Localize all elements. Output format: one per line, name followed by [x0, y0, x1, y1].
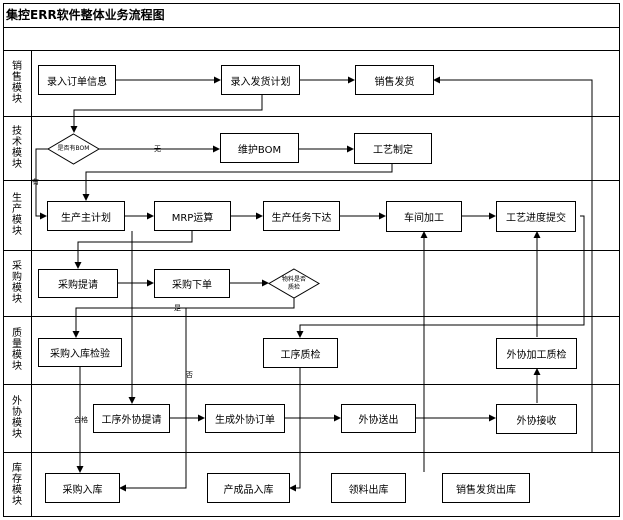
node-purchase-request: 采购提请	[38, 269, 118, 298]
node-purchase-order: 采购下单	[154, 269, 230, 298]
lane-label-sales: 销售模块	[12, 61, 22, 105]
edge-label-no-bom: 无	[154, 145, 161, 153]
node-sales-delivery: 销售发货	[355, 65, 434, 95]
lane-divider	[3, 316, 620, 317]
node-process-qc: 工序质检	[263, 338, 338, 368]
decision-need-inspect	[268, 268, 320, 299]
lane-divider	[3, 452, 620, 453]
decision-need-inspect-label: 物料是否质检	[281, 276, 306, 291]
node-progress-submit: 工艺进度提交	[496, 201, 576, 232]
node-material-out: 领料出库	[331, 473, 406, 503]
lane-label-column	[31, 50, 32, 517]
lane-label-purchase: 采购模块	[12, 261, 22, 305]
lane-label-outsource: 外协模块	[12, 396, 22, 440]
node-master-plan: 生产主计划	[47, 201, 125, 231]
node-order-entry: 录入订单信息	[38, 65, 116, 95]
lane-label-quality: 质量模块	[12, 328, 22, 372]
diagram-frame	[3, 3, 620, 517]
edge-label-has-bom: 有	[32, 178, 39, 186]
decision-has-bom-label: 是否有BOM	[57, 145, 90, 152]
node-workshop: 车间加工	[386, 201, 462, 232]
node-purchase-stockin: 采购入库	[45, 473, 120, 503]
lane-label-tech: 技术模块	[12, 126, 22, 170]
edge-label-need-inspect-no: 否	[186, 371, 193, 379]
lane-label-production: 生产模块	[12, 193, 22, 237]
lane-divider	[3, 384, 620, 385]
node-mrp: MRP运算	[154, 201, 231, 231]
lane-label-inventory: 库存模块	[12, 462, 22, 507]
title-divider	[3, 27, 620, 28]
node-outsource-request: 工序外协提请	[93, 404, 170, 433]
lane-divider	[3, 116, 620, 117]
node-incoming-inspect: 采购入库检验	[38, 338, 122, 367]
node-outsource-receive: 外协接收	[496, 404, 577, 434]
node-product-stockin: 产成品入库	[207, 473, 290, 503]
edge-label-need-inspect-yes: 是	[174, 304, 181, 312]
node-outsourced-qc: 外协加工质检	[496, 338, 577, 369]
node-sales-out: 销售发货出库	[442, 473, 530, 503]
header-divider	[3, 50, 620, 51]
decision-has-bom	[47, 133, 100, 165]
diagram-title: 集控ERR软件整体业务流程图	[6, 8, 165, 22]
lane-divider	[3, 250, 620, 251]
node-task-release: 生产任务下达	[263, 201, 340, 231]
node-outsource-send: 外协送出	[341, 404, 416, 433]
node-delivery-plan: 录入发货计划	[221, 65, 300, 95]
node-process-design: 工艺制定	[354, 133, 432, 164]
node-maintain-bom: 维护BOM	[220, 133, 299, 163]
node-outsource-order: 生成外协订单	[205, 404, 285, 433]
lane-divider	[3, 180, 620, 181]
edge-label-pass: 合格	[74, 416, 88, 424]
